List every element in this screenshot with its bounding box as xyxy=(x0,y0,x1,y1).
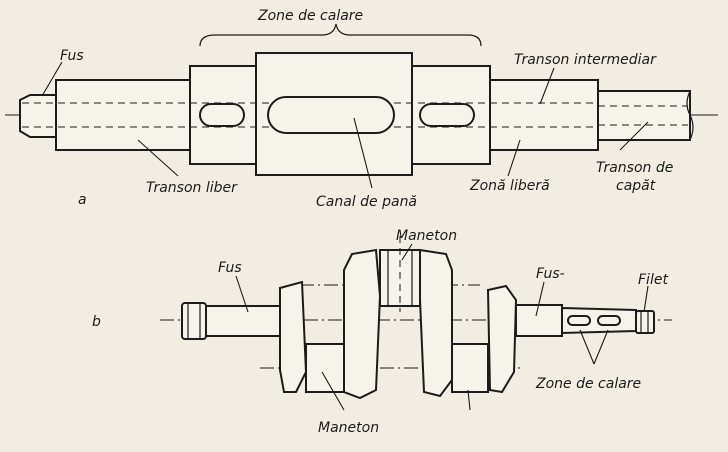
web-1 xyxy=(279,280,308,393)
keyway-b-1 xyxy=(567,315,591,326)
label-transon-capat-1: Transon de xyxy=(596,160,673,176)
label-filet: Filet xyxy=(638,272,668,288)
intermediate-step xyxy=(489,79,599,151)
shaft-figure-a: Zone de calare Fus Transon intermediar T… xyxy=(5,8,718,210)
label-fus-left-b: Fus xyxy=(218,260,242,276)
web-3 xyxy=(419,248,453,398)
keyway-small-right xyxy=(419,103,475,127)
keyway-large xyxy=(267,96,395,134)
keyway-small-left xyxy=(199,103,245,127)
label-zona-libera: Zonă liberă xyxy=(469,178,550,194)
journal-right-b xyxy=(515,304,563,337)
label-maneton-top: Maneton xyxy=(396,228,457,244)
label-transon-liber: Transon liber xyxy=(146,180,238,196)
journal-left-b xyxy=(205,305,281,337)
label-fus-right-b: Fus- xyxy=(536,266,565,282)
figure-letter-b: b xyxy=(92,314,101,330)
end-collar-left xyxy=(181,302,207,340)
figure-letter-a: a xyxy=(78,192,87,208)
label-transon-intermediar: Transon intermediar xyxy=(514,52,657,68)
brace xyxy=(199,23,482,47)
label-maneton-bottom: Maneton xyxy=(318,420,379,436)
journal-left xyxy=(19,94,57,138)
crankshaft-figure-b: Maneton Fus Fus- Filet Zone de calare Ma… xyxy=(92,228,672,436)
crankpin-lower-1 xyxy=(305,343,345,393)
label-transon-capat-2: capăt xyxy=(616,178,656,194)
label-canal-pana: Canal de pană xyxy=(316,194,417,210)
label-fus-a: Fus xyxy=(60,48,84,64)
keyway-b-2 xyxy=(597,315,621,326)
end-step xyxy=(597,90,691,141)
crankpin-lower-2 xyxy=(451,343,489,393)
thread-end xyxy=(635,310,655,334)
web-4 xyxy=(486,284,518,394)
label-zone-calare-b: Zone de calare xyxy=(535,376,641,392)
label-zona-calare: Zone de calare xyxy=(257,8,363,24)
free-step xyxy=(55,79,191,151)
web-2 xyxy=(343,248,382,400)
